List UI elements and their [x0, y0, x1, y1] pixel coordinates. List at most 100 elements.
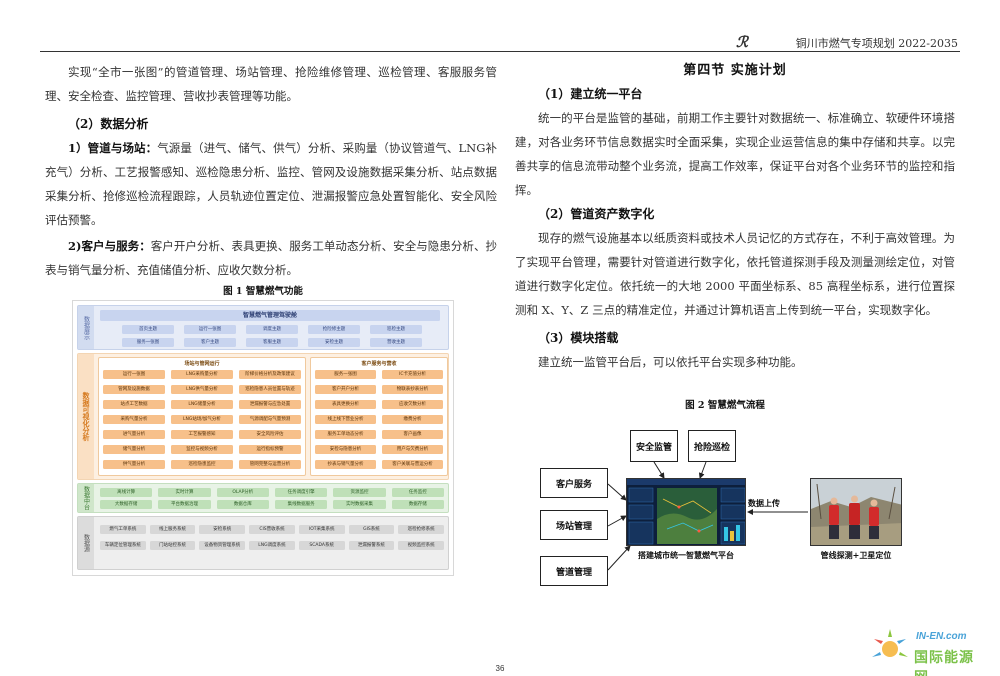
diagram-cell: 安全风险评估 — [239, 430, 301, 439]
right-paragraph-3: 建立统一监管平台后，可以依托平台实现多种功能。 — [538, 355, 803, 369]
diagram-cell: SCADA系统 — [298, 541, 345, 550]
diagram-cell: 客服主题 — [246, 338, 298, 347]
band-data-middle: 数据中台 离线计算实时计算 OLAP分析任务调度引擎资源监控任务监控 大数据存储平… — [77, 483, 449, 513]
left-column: 实现“全市一张图”的管道管理、场站管理、抢险维修管理、巡检管理、客服服务管理、安… — [45, 60, 497, 282]
diagram-cell: 客户关联与营运分析 — [382, 460, 443, 469]
diagram-cell: 物联表抄表分析 — [382, 385, 443, 394]
diagram-cell: 客户主题 — [184, 338, 236, 347]
section-title: 第四节 实施计划 — [683, 63, 787, 78]
left-paragraph-1: 实现“全市一张图”的管道管理、场站管理、抢险维修管理、巡检管理、客服服务管理、安… — [45, 65, 497, 103]
diagram-cell: 任务调度引擎 — [275, 488, 328, 497]
arrow-station — [607, 515, 627, 527]
diagram-cell: 泄漏报警系统 — [348, 541, 395, 550]
diagram-cell: 管网完整与运营分析 — [239, 460, 301, 469]
diagram-cell: 站点工艺数据 — [103, 400, 165, 409]
figure-2-smart-gas-flow: 安全监管 抢险巡检 客户服务 场站管理 管道管理 数据上传 — [540, 420, 910, 586]
diagram-cell: 平台数据治理 — [158, 500, 211, 509]
diagram-cell: 管网及设施数据 — [103, 385, 165, 394]
diagram-cell: 资源监控 — [333, 488, 386, 497]
diagram-cell: 阶梯价格分析及政策建议 — [239, 370, 301, 379]
arrow-pipeline — [607, 545, 631, 571]
figure-2-caption: 图 2 智慧燃气流程 — [685, 400, 765, 411]
right-column: 第四节 实施计划 （1）建立统一平台 统一的平台是监管的基础，前期工作主要针对数… — [515, 60, 955, 374]
diagram-cell: 储气量分析 — [103, 445, 165, 454]
diagram-cell: 数据仓库 — [216, 500, 269, 509]
diagram-cell: IC卡充值分析 — [382, 370, 443, 379]
diagram-cell: 巡检隐患人员位置与轨迹 — [239, 385, 301, 394]
box-safety-supervision: 安全监管 — [630, 430, 678, 462]
diagram-cell: 线上服务系统 — [149, 525, 196, 534]
diagram-cell: 客户开户分析 — [315, 385, 376, 394]
diagram-cell: LNG采购量分析 — [171, 370, 233, 379]
watermark-cn: 国际能源网 — [914, 650, 974, 676]
diagram-cell: 营收主题 — [370, 338, 422, 347]
diagram-cell: 实时计算 — [158, 488, 211, 497]
pipeline-stations-text: 气源量（进气、储气、供气）分析、采购量（协议管道气、LNG补充气）分析、工艺报警… — [45, 141, 497, 227]
diagram-cell: 表具更换分析 — [315, 400, 376, 409]
diagram-cell: 抄表与销气量分析 — [315, 460, 376, 469]
survey-caption: 管线探测+卫星定位 — [820, 550, 892, 560]
diagram-cell: 车辆定位管理系统 — [100, 541, 146, 550]
diagram-cell: 用户与欠费分析 — [382, 445, 443, 454]
diagram-cell: 巡检抢修系统 — [398, 525, 444, 534]
arrow-customer — [607, 483, 627, 501]
figure-1-smart-gas-functions: 数据展示 智慧燃气管理驾驶舱 首页主题运行一张图调度主题抢险修主题巡检主题 服务… — [72, 300, 454, 576]
diagram-cell: 任务监控 — [391, 488, 444, 497]
header-title: 铜川市燃气专项规划 2022-2035 — [795, 37, 958, 50]
dashboard-illustration — [627, 479, 745, 545]
right-subheading-2: （2）管道资产数字化 — [538, 207, 655, 221]
diagram-cell: 监控与视频分析 — [171, 445, 233, 454]
diagram-cell: LNG储量分析 — [171, 400, 233, 409]
figure-1-caption: 图 1 智慧燃气功能 — [223, 286, 303, 297]
diagram-cell: 门站站控系统 — [149, 541, 196, 550]
platform-caption: 搭建城市统一智慧燃气平台 — [638, 550, 734, 560]
diagram-cell: 巡检隐患监控 — [171, 460, 233, 469]
box-station-management: 场站管理 — [540, 510, 608, 540]
arrow-repair — [698, 461, 707, 479]
upload-label: 数据上传 — [748, 498, 780, 508]
customer-service-text: 客户开户分析、表具更换、服务工单动态分析、安全与隐患分析、抄表与销气量分析、充值… — [45, 239, 497, 277]
diagram-cell: 运行一张图 — [184, 325, 236, 334]
diagram-cell: 服务一张图 — [122, 338, 174, 347]
box-customer-service: 客户服务 — [540, 468, 608, 498]
arrow-safety — [653, 461, 665, 479]
diagram-cell: 视频监控系统 — [398, 541, 444, 550]
diagram-cell: 服务工单动态分析 — [315, 430, 376, 439]
right-paragraph-1: 统一的平台是监管的基础，前期工作主要针对数据统一、标准确立、软硬件环境搭建，对各… — [515, 111, 955, 197]
field-survey-photo — [810, 478, 902, 546]
right-subheading-3: （3）模块搭载 — [538, 331, 619, 345]
diagram-cell: 采购气量分析 — [103, 415, 165, 424]
left-paragraph-3: 2)客户与服务：客户开户分析、表具更换、服务工单动态分析、安全与隐患分析、抄表与… — [45, 234, 497, 282]
diagram-cell: OLAP分析 — [216, 488, 269, 497]
box-pipeline-management: 管道管理 — [540, 556, 608, 586]
lead-customer-service: 2)客户与服务： — [68, 239, 151, 253]
diagram-cell: 燃气工单系统 — [100, 525, 146, 534]
diagram-cell: LNG供气量分析 — [171, 385, 233, 394]
band-data-source-label: 数据源 — [78, 517, 94, 569]
diagram-cell: 离线计算 — [100, 488, 153, 497]
diagram-cell: 抢险修主题 — [308, 325, 360, 334]
diagram-cell: IOT采集系统 — [298, 525, 345, 534]
diagram-cell: 工艺报警感知 — [171, 430, 233, 439]
diagram-cell: 安检与隐患分析 — [315, 445, 376, 454]
diagram-cell: 大数据存储 — [100, 500, 153, 509]
diagram-cell: 安检系统 — [199, 525, 246, 534]
flow-arrows — [607, 461, 808, 571]
panel-customer-revenue-title: 客户服务与营收 — [361, 361, 397, 367]
diagram-cell: 气源调配与气量预测 — [239, 415, 301, 424]
diagram-cell: 供气量分析 — [103, 460, 165, 469]
diagram-cell: GIS系统 — [348, 525, 395, 534]
panel-stations-network-title: 场站与管网运行 — [184, 361, 220, 367]
survey-photo-illustration — [811, 479, 901, 545]
box-emergency-inspection: 抢险巡检 — [688, 430, 736, 462]
right-subheading-1: （1）建立统一平台 — [538, 87, 643, 101]
diagram-cell: 集线数据服务 — [275, 500, 328, 509]
band-visual-analysis-label: 数据可视化分析 — [78, 354, 94, 479]
watermark: IN-EN.com 国际能源网 — [868, 625, 988, 676]
diagram-cell: CIS营收系统 — [249, 525, 295, 534]
cockpit-bar: 智慧燃气管理驾驶舱 — [100, 310, 440, 321]
band-data-middle-label: 数据中台 — [78, 484, 94, 512]
